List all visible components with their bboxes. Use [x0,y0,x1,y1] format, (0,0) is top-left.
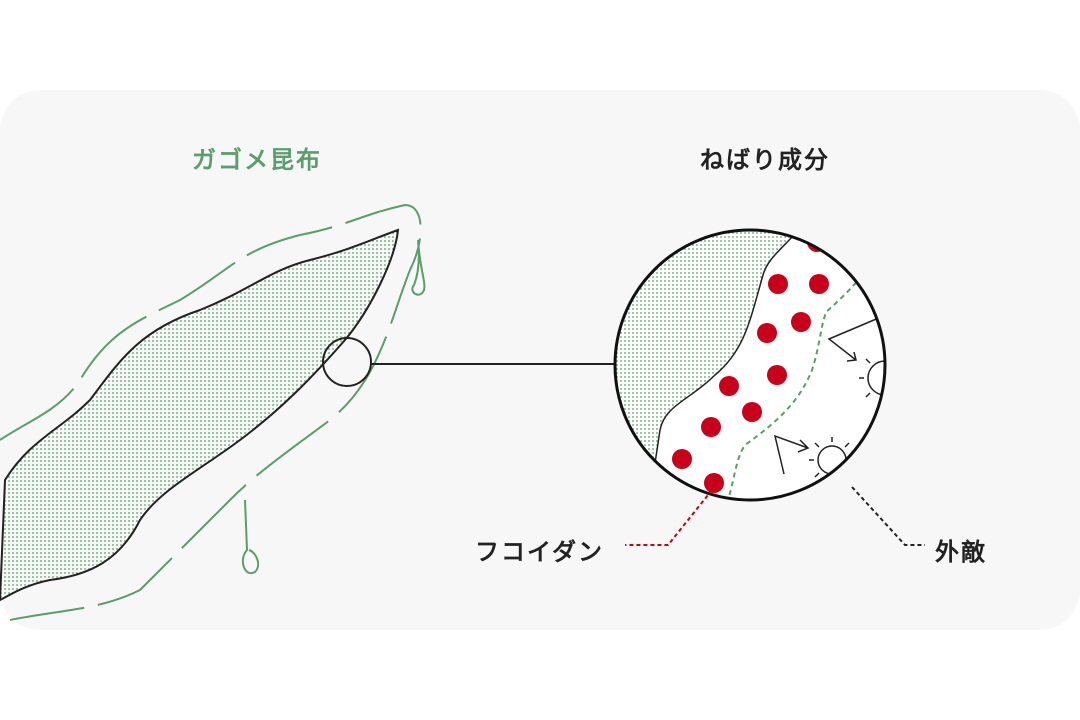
enemy-leader-line [851,486,925,546]
enemy-label: 外敵 [935,538,987,566]
kelp-drips [241,239,426,575]
arrow-icon [773,316,882,475]
fucoidan-leader-line [625,489,713,546]
kelp-surface [615,230,814,500]
kelp-label: ガゴメ昆布 [192,146,322,174]
sticky-component-label: ねばり成分 [700,146,830,174]
magnified-circle-border [613,228,887,502]
fucoidan-label: フコイダン [475,538,605,566]
kelp-outer-outline [0,203,422,621]
mucus-boundary [724,254,881,500]
zoom-indicator-circle [322,337,372,387]
kelp-body [0,228,400,602]
